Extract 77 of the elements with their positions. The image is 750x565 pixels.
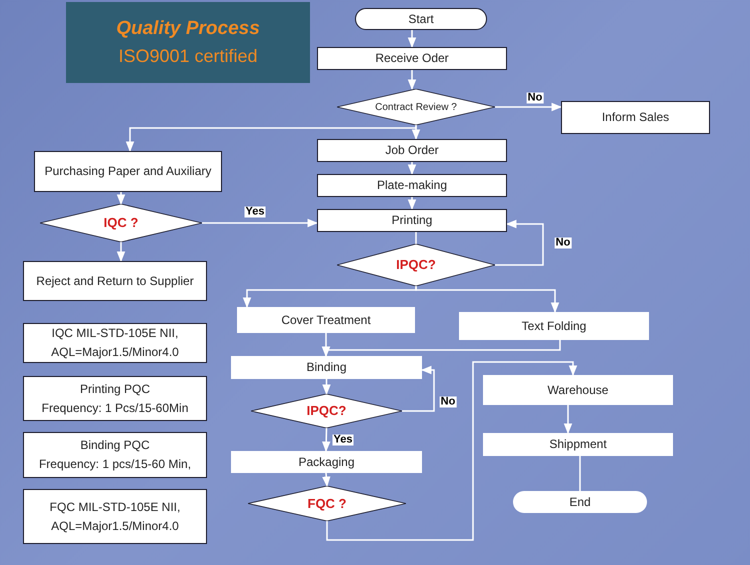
node-text: IPQC?	[396, 256, 436, 274]
arrow	[126, 124, 417, 152]
node-text: Printing	[392, 213, 432, 228]
node-text: IQC MIL-STD-105E NII,	[52, 326, 178, 341]
node-text: Receive Oder	[375, 51, 449, 66]
subtitle: ISO9001 certified	[118, 45, 258, 68]
decision-diamond	[337, 244, 495, 286]
node-text: Inform Sales	[602, 110, 670, 125]
edge-label: Yes	[332, 434, 354, 446]
terminal-pill	[513, 491, 647, 513]
arrow	[326, 361, 578, 541]
edge-label: No	[526, 92, 544, 104]
node-text: Packaging	[298, 454, 355, 470]
node-text: Binding PQC	[80, 438, 150, 453]
note-box	[23, 323, 207, 363]
arrow	[322, 428, 330, 452]
node-text: Start	[408, 12, 434, 26]
process-box	[231, 356, 422, 379]
node-text: FQC MIL-STD-105E NII,	[50, 500, 180, 514]
process-box	[483, 433, 673, 456]
node-text: Frequency: 1 pcs/15-60 Min,	[38, 457, 192, 472]
process-box	[317, 209, 507, 232]
node-text: AQL=Major1.5/Minor4.0	[51, 518, 179, 534]
process-box	[317, 47, 507, 70]
process-box	[231, 451, 422, 473]
node-text: Reject and Return to Supplier	[36, 274, 194, 288]
arrow	[495, 102, 562, 112]
node-text: Frequency: 1 Pcs/15-60Min	[42, 400, 188, 416]
node-text: Cover Treatment	[281, 312, 371, 328]
decision-diamond	[251, 394, 402, 428]
edge-label: No	[554, 238, 572, 248]
node-text: AQL=Major1.5/Minor4.0	[51, 345, 179, 360]
note-box	[23, 376, 207, 421]
node-text: Text Folding	[522, 318, 586, 334]
process-box	[34, 151, 222, 192]
arrow	[322, 379, 331, 396]
process-box	[317, 174, 507, 197]
arrow	[116, 192, 126, 206]
node-text: Job Order	[385, 143, 439, 158]
process-box	[237, 307, 415, 333]
title: Quality Process	[116, 16, 260, 41]
arrow	[408, 162, 416, 176]
node-text: Contract Review ?	[375, 100, 457, 114]
decision-diamond	[40, 204, 202, 242]
terminal-pill	[355, 8, 487, 30]
node-text: Plate-making	[376, 178, 448, 193]
node-text: Printing PQC	[80, 382, 150, 396]
node-text: Warehouse	[548, 382, 608, 398]
node-text: Purchasing Paper and Auxiliary	[44, 164, 212, 179]
arrow	[495, 220, 544, 266]
arrow	[408, 197, 416, 210]
note-box	[23, 432, 207, 478]
process-box	[459, 312, 649, 340]
arrow	[415, 286, 560, 314]
edge-label: No	[440, 396, 456, 408]
arrow	[408, 70, 416, 90]
process-box	[561, 101, 710, 134]
edge-label: Yes	[244, 206, 266, 218]
process-box	[23, 261, 207, 301]
arrow	[202, 218, 318, 228]
arrow	[564, 405, 572, 434]
decision-diamond	[248, 486, 406, 521]
arrow	[408, 30, 416, 48]
process-box	[483, 375, 673, 405]
node-text: Shippment	[549, 437, 607, 452]
arrow	[322, 472, 330, 488]
node-text: FQC ?	[308, 494, 346, 513]
node-text: IPQC?	[306, 402, 346, 420]
arrow	[322, 340, 561, 358]
node-text: End	[569, 494, 591, 510]
note-box	[23, 489, 207, 544]
decision-diamond	[337, 89, 495, 125]
node-text: IQC ?	[104, 214, 138, 232]
process-box	[317, 139, 507, 162]
arrow	[402, 366, 435, 412]
arrow	[116, 242, 126, 262]
node-text: Binding	[306, 360, 347, 375]
